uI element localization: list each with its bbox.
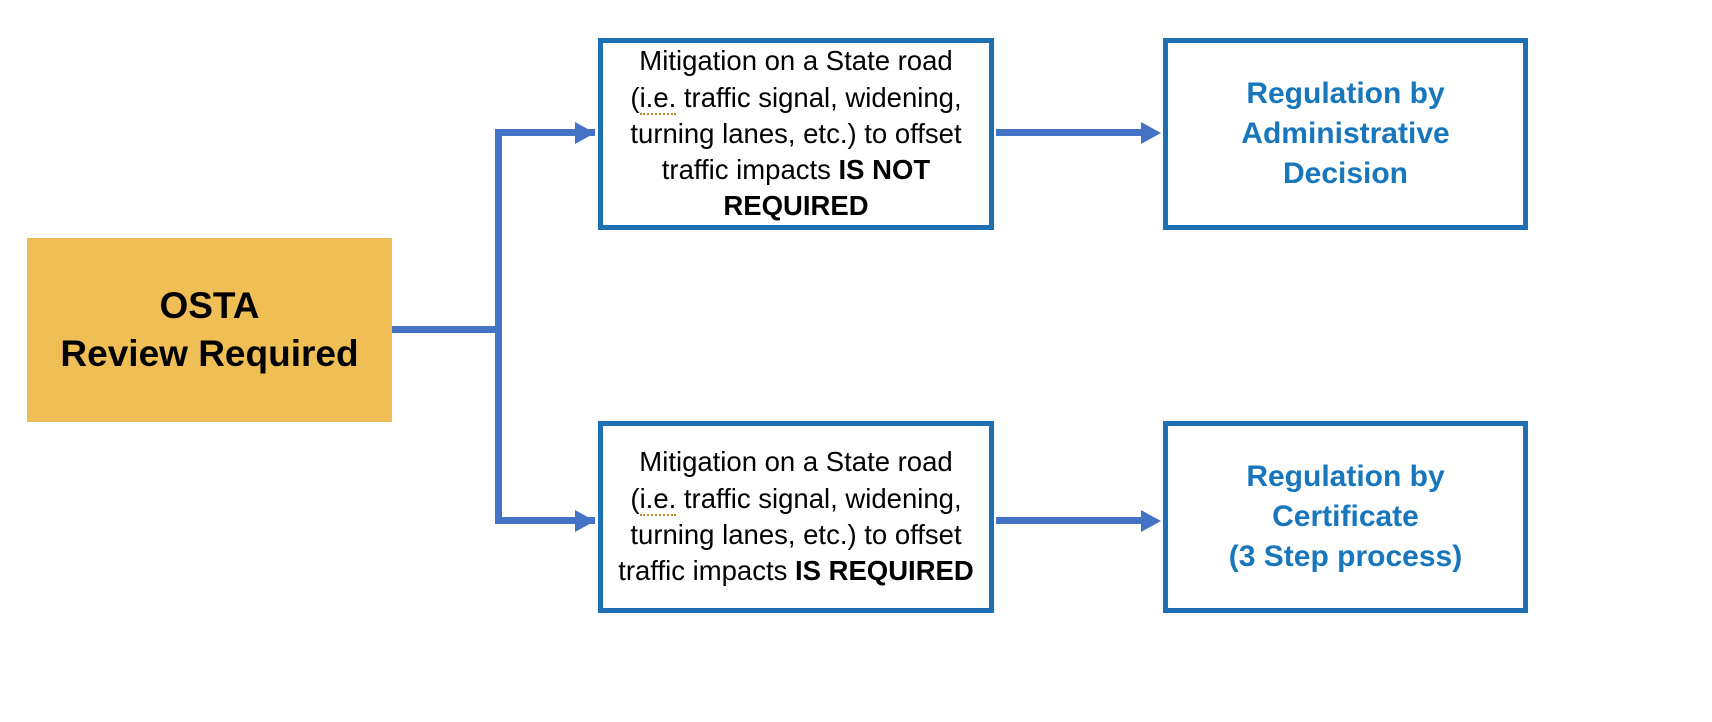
node-outcome-top-label: Regulation by Administrative Decision [1241,77,1450,190]
connector-start-trunk [392,326,502,333]
node-condition-bottom-text: Mitigation on a State road (i.e. traffic… [617,444,975,589]
arrowhead-to-condition-top [575,122,595,144]
connector-branch-upper [495,129,595,136]
connector-vertical-spine [495,129,502,524]
node-outcome-regulation-by-administrative-decision[interactable]: Regulation by Administrative Decision [1163,38,1528,230]
condition-top-prefix: Mitigation on a State road ( [630,45,953,113]
node-osta-review-required-label: OSTA Review Required [60,284,359,374]
node-outcome-bottom-label: Regulation by Certificate (3 Step proces… [1228,460,1463,573]
condition-bottom-middle: traffic signal, widening, turning lanes,… [618,482,962,587]
condition-top-emphasis: IS NOT REQUIRED [723,154,931,222]
node-osta-review-required[interactable]: OSTA Review Required [27,238,392,422]
node-condition-top-text: Mitigation on a State road (i.e. traffic… [617,43,975,224]
connector-branch-lower [495,517,595,524]
node-outcome-regulation-by-certificate[interactable]: Regulation by Certificate (3 Step proces… [1163,421,1528,613]
condition-bottom-emphasis: IS REQUIRED [794,555,974,587]
node-condition-mitigation-not-required[interactable]: Mitigation on a State road (i.e. traffic… [598,38,994,230]
connector-condition-top-to-outcome-top [996,129,1144,136]
arrowhead-to-outcome-top [1141,122,1161,144]
condition-top-middle: traffic signal, widening, turning lanes,… [630,81,962,186]
arrowhead-to-condition-bottom [575,510,595,532]
condition-top-abbrev: i.e. [639,81,677,115]
connector-condition-bottom-to-outcome-bottom [996,517,1144,524]
condition-bottom-prefix: Mitigation on a State road ( [630,446,953,514]
arrowhead-to-outcome-bottom [1141,510,1161,532]
condition-bottom-abbrev: i.e. [639,482,677,516]
node-condition-mitigation-required[interactable]: Mitigation on a State road (i.e. traffic… [598,421,994,613]
